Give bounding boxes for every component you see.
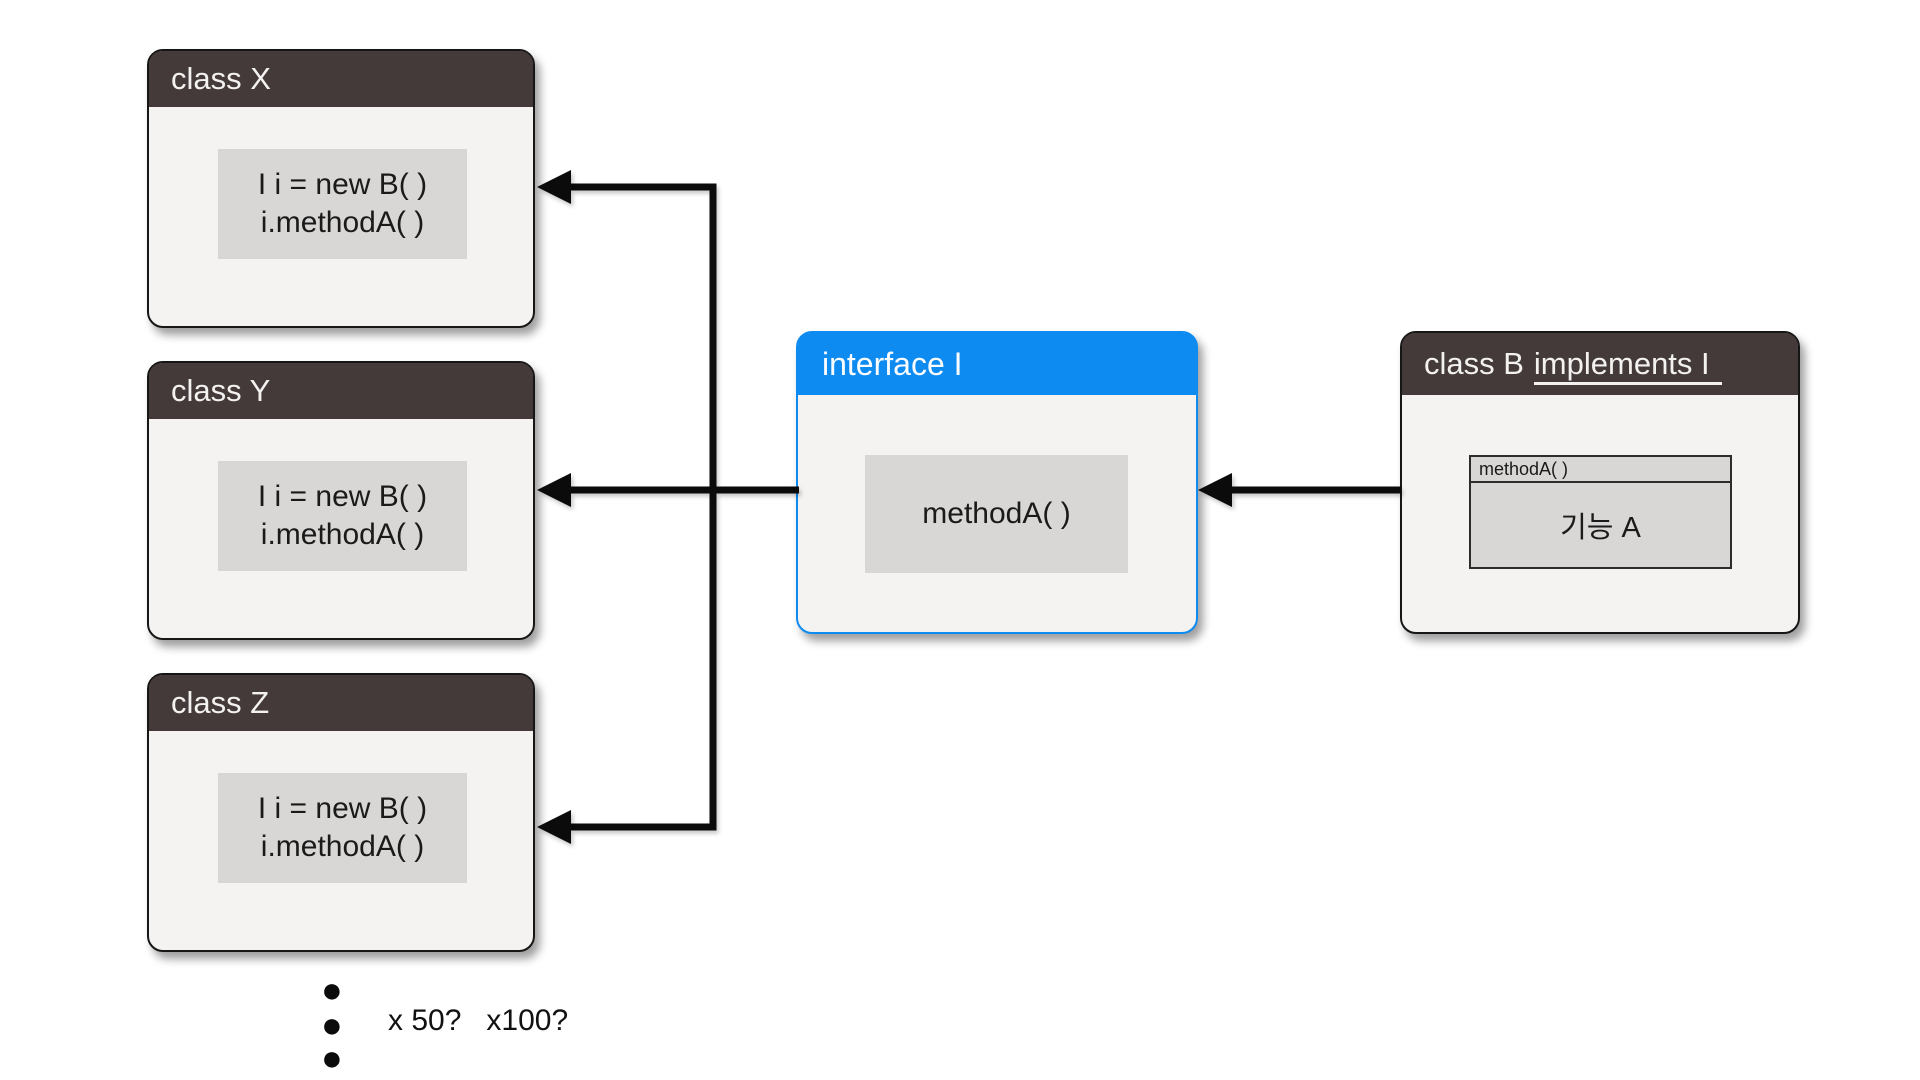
class-b-method-body: 기능 A: [1560, 512, 1641, 544]
class-b-title-prefix: class B: [1424, 346, 1524, 381]
arrowhead-to-class-x: [537, 170, 571, 204]
class-x-box: class X I i = new B( ) i.methodA( ): [147, 49, 535, 328]
class-x-code-box: I i = new B( ) i.methodA( ): [218, 149, 467, 259]
interface-i-box: interface I methodA( ): [796, 331, 1198, 634]
class-z-code-box: I i = new B( ) i.methodA( ): [218, 773, 467, 883]
class-y-code-line-2: i.methodA( ): [260, 518, 425, 551]
class-z-code-line-1: I i = new B( ): [257, 792, 428, 825]
class-z-box: class Z I i = new B( ) i.methodA( ): [147, 673, 535, 952]
class-z-code-line-2: i.methodA( ): [260, 830, 425, 863]
arrowhead-to-class-y: [537, 473, 571, 507]
arrowhead-to-interface: [1198, 473, 1232, 507]
class-x-code-line-2: i.methodA( ): [260, 206, 425, 239]
ellipsis-dot-1: ●: [321, 969, 343, 1010]
class-b-title: class B implements I: [1402, 333, 1798, 395]
class-y-code-line-1: I i = new B( ): [257, 480, 428, 513]
class-x-code-line-1: I i = new B( ): [257, 168, 428, 201]
class-y-box: class Y I i = new B( ) i.methodA( ): [147, 361, 535, 640]
class-y-title: class Y: [149, 363, 533, 419]
class-x-title: class X: [149, 51, 533, 107]
class-z-title: class Z: [149, 675, 533, 731]
class-b-title-implements: implements I: [1533, 346, 1722, 385]
interface-method-box: methodA( ): [865, 455, 1128, 573]
ellipsis-dot-3: ●: [321, 1037, 343, 1078]
class-b-box: class B implements I methodA( ) 기능 A: [1400, 331, 1800, 634]
arrowhead-to-class-z: [537, 810, 571, 844]
class-b-method-signature: methodA( ): [1471, 457, 1730, 483]
class-b-method-table: methodA( ) 기능 A: [1469, 455, 1732, 569]
class-y-code-box: I i = new B( ) i.methodA( ): [218, 461, 467, 571]
ellipsis-dot-2: ●: [321, 1004, 343, 1045]
multiplicity-annotation: x 50? x100?: [388, 1004, 569, 1037]
interface-i-title: interface I: [798, 333, 1196, 395]
